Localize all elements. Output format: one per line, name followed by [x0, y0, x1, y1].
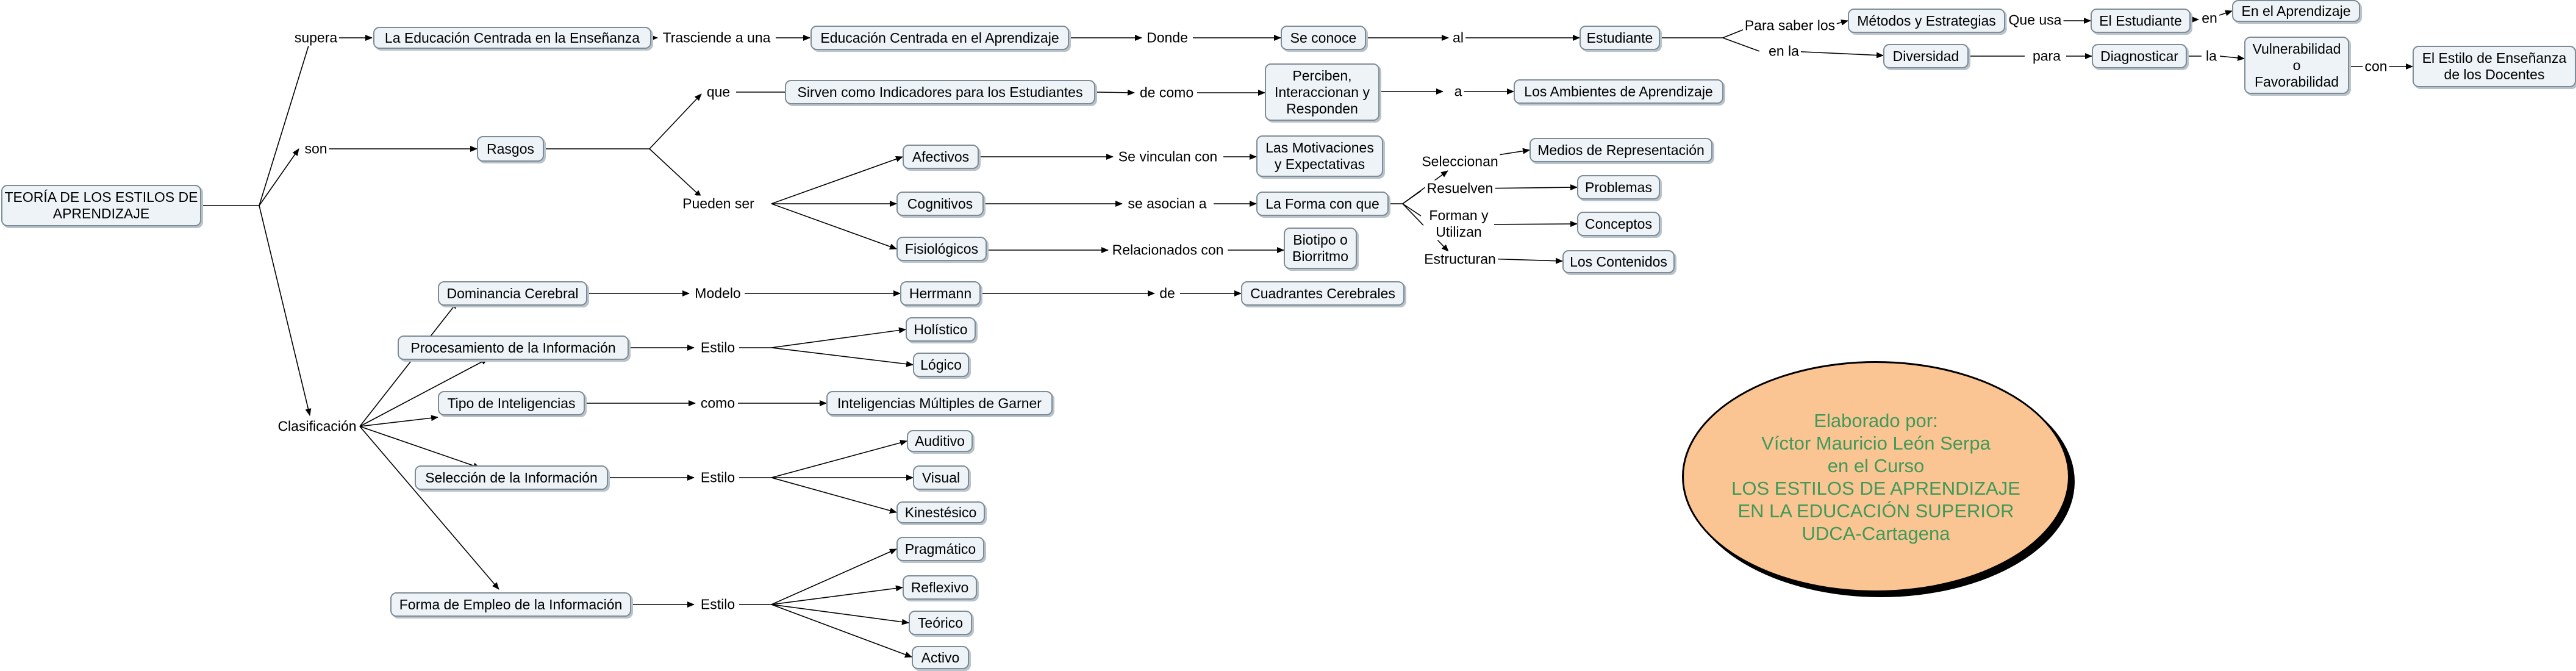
node-auditivo[interactable]: Auditivo: [907, 430, 973, 452]
node-biotipo[interactable]: Biotipo o Biorritmo: [1284, 228, 1357, 269]
link-como: como: [698, 395, 737, 412]
link-de-como: de como: [1137, 84, 1196, 101]
link-la: la: [2204, 48, 2219, 65]
node-pragmatico[interactable]: Pragmático: [896, 537, 984, 561]
node-procesamiento[interactable]: Procesamiento de la Información: [398, 336, 629, 360]
node-visual[interactable]: Visual: [913, 465, 969, 490]
link-para-saber: Para saber los: [1742, 17, 1837, 34]
node-forma-con-que[interactable]: La Forma con que: [1256, 192, 1389, 216]
link-supera: supera: [292, 29, 340, 46]
node-forma-empleo[interactable]: Forma de Empleo de la Información: [390, 592, 631, 617]
node-teorico[interactable]: Teórico: [909, 611, 972, 635]
link-clasificacion: Clasificación: [276, 418, 359, 435]
node-tipo-intel[interactable]: Tipo de Inteligencias: [438, 391, 585, 415]
node-estudiante[interactable]: Estudiante: [1580, 26, 1660, 50]
credits-ellipse: Elaborado por: Víctor Mauricio León Serp…: [1682, 361, 2070, 592]
node-activo[interactable]: Activo: [912, 646, 969, 669]
credit-line-6: UDCA-Cartagena: [1801, 522, 1950, 544]
node-problemas[interactable]: Problemas: [1577, 175, 1660, 199]
node-seleccion[interactable]: Selección de la Información: [415, 465, 608, 490]
node-herrmann[interactable]: Herrmann: [900, 281, 981, 306]
link-a: a: [1452, 83, 1464, 100]
link-se-vinculan: Se vinculan con: [1116, 148, 1220, 165]
link-en: en: [2200, 10, 2219, 27]
link-modelo: Modelo: [693, 285, 743, 302]
credit-line-5: EN LA EDUCACIÓN SUPERIOR: [1737, 500, 2014, 522]
link-resuelven: Resuelven: [1425, 180, 1495, 197]
link-de: de: [1157, 285, 1177, 302]
node-diversidad[interactable]: Diversidad: [1883, 44, 1969, 68]
node-metodos[interactable]: Métodos y Estrategias: [1848, 9, 2005, 33]
node-logico[interactable]: Lógico: [913, 353, 969, 377]
node-el-estudiante[interactable]: El Estudiante: [2091, 9, 2191, 33]
node-contenidos[interactable]: Los Contenidos: [1562, 250, 1675, 273]
node-perciben[interactable]: Perciben, Interaccionan y Responden: [1265, 63, 1379, 121]
node-intel-multiples[interactable]: Inteligencias Múltiples de Garner: [826, 391, 1053, 415]
credit-line-1: Elaborado por:: [1814, 409, 1938, 431]
node-estilo-ensenanza[interactable]: El Estilo de Enseñanza de los Docentes: [2413, 46, 2576, 87]
link-que: que: [704, 84, 732, 101]
node-reflexivo[interactable]: Reflexivo: [903, 575, 977, 600]
node-cuadrantes[interactable]: Cuadrantes Cerebrales: [1241, 281, 1404, 306]
link-seleccionan: Seleccionan: [1420, 153, 1500, 170]
node-dominancia[interactable]: Dominancia Cerebral: [438, 281, 587, 306]
link-que-usa: Que usa: [2006, 12, 2064, 29]
link-relacionados: Relacionados con: [1110, 242, 1226, 259]
link-estilo-sel: Estilo: [698, 469, 737, 486]
link-pueden-ser: Pueden ser: [681, 195, 756, 212]
node-en-el-aprendizaje[interactable]: En el Aprendizaje: [2232, 0, 2360, 22]
link-al: al: [1451, 29, 1465, 46]
node-educ-ensenanza[interactable]: La Educación Centrada en la Enseñanza: [373, 27, 651, 49]
node-afectivos[interactable]: Afectivos: [903, 145, 979, 169]
node-rasgos[interactable]: Rasgos: [477, 136, 544, 162]
node-diagnosticar[interactable]: Diagnosticar: [2092, 44, 2187, 68]
link-con: con: [2363, 58, 2389, 75]
link-estilo-forma: Estilo: [698, 596, 737, 613]
node-vulnerabilidad[interactable]: Vulnerabilidad o Favorabilidad: [2244, 37, 2349, 94]
node-conceptos[interactable]: Conceptos: [1577, 212, 1660, 236]
link-son: son: [302, 140, 329, 157]
link-en-la: en la: [1767, 43, 1801, 60]
node-medios[interactable]: Medios de Representación: [1530, 138, 1712, 162]
link-forman: Forman y Utilizan: [1423, 207, 1494, 240]
node-kinestesico[interactable]: Kinestésico: [896, 501, 985, 523]
node-educ-aprendizaje[interactable]: Educación Centrada en el Aprendizaje: [810, 26, 1069, 50]
credit-line-4: LOS ESTILOS DE APRENDIZAJE: [1731, 477, 2020, 499]
node-sirven[interactable]: Sirven como Indicadores para los Estudia…: [785, 80, 1095, 104]
link-estilo-proc: Estilo: [698, 339, 737, 356]
link-trasciende: Trasciende a una: [660, 29, 773, 46]
link-para: para: [2030, 48, 2063, 65]
node-root[interactable]: TEORÍA DE LOS ESTILOS DE APRENDIZAJE: [1, 185, 201, 226]
link-donde: Donde: [1145, 29, 1190, 46]
node-cognitivos[interactable]: Cognitivos: [896, 192, 984, 216]
node-holistico[interactable]: Holístico: [906, 317, 976, 342]
node-se-conoce[interactable]: Se conoce: [1281, 26, 1366, 50]
link-se-asocian: se asocian a: [1126, 195, 1209, 212]
node-fisiologicos[interactable]: Fisiológicos: [896, 237, 987, 261]
credit-line-3: en el Curso: [1827, 454, 1925, 476]
credit-line-2: Víctor Mauricio León Serpa: [1761, 432, 1991, 454]
node-motivaciones[interactable]: Las Motivaciones y Expectativas: [1256, 135, 1383, 177]
link-estructuran: Estructuran: [1422, 251, 1498, 268]
node-ambientes[interactable]: Los Ambientes de Aprendizaje: [1514, 79, 1723, 104]
